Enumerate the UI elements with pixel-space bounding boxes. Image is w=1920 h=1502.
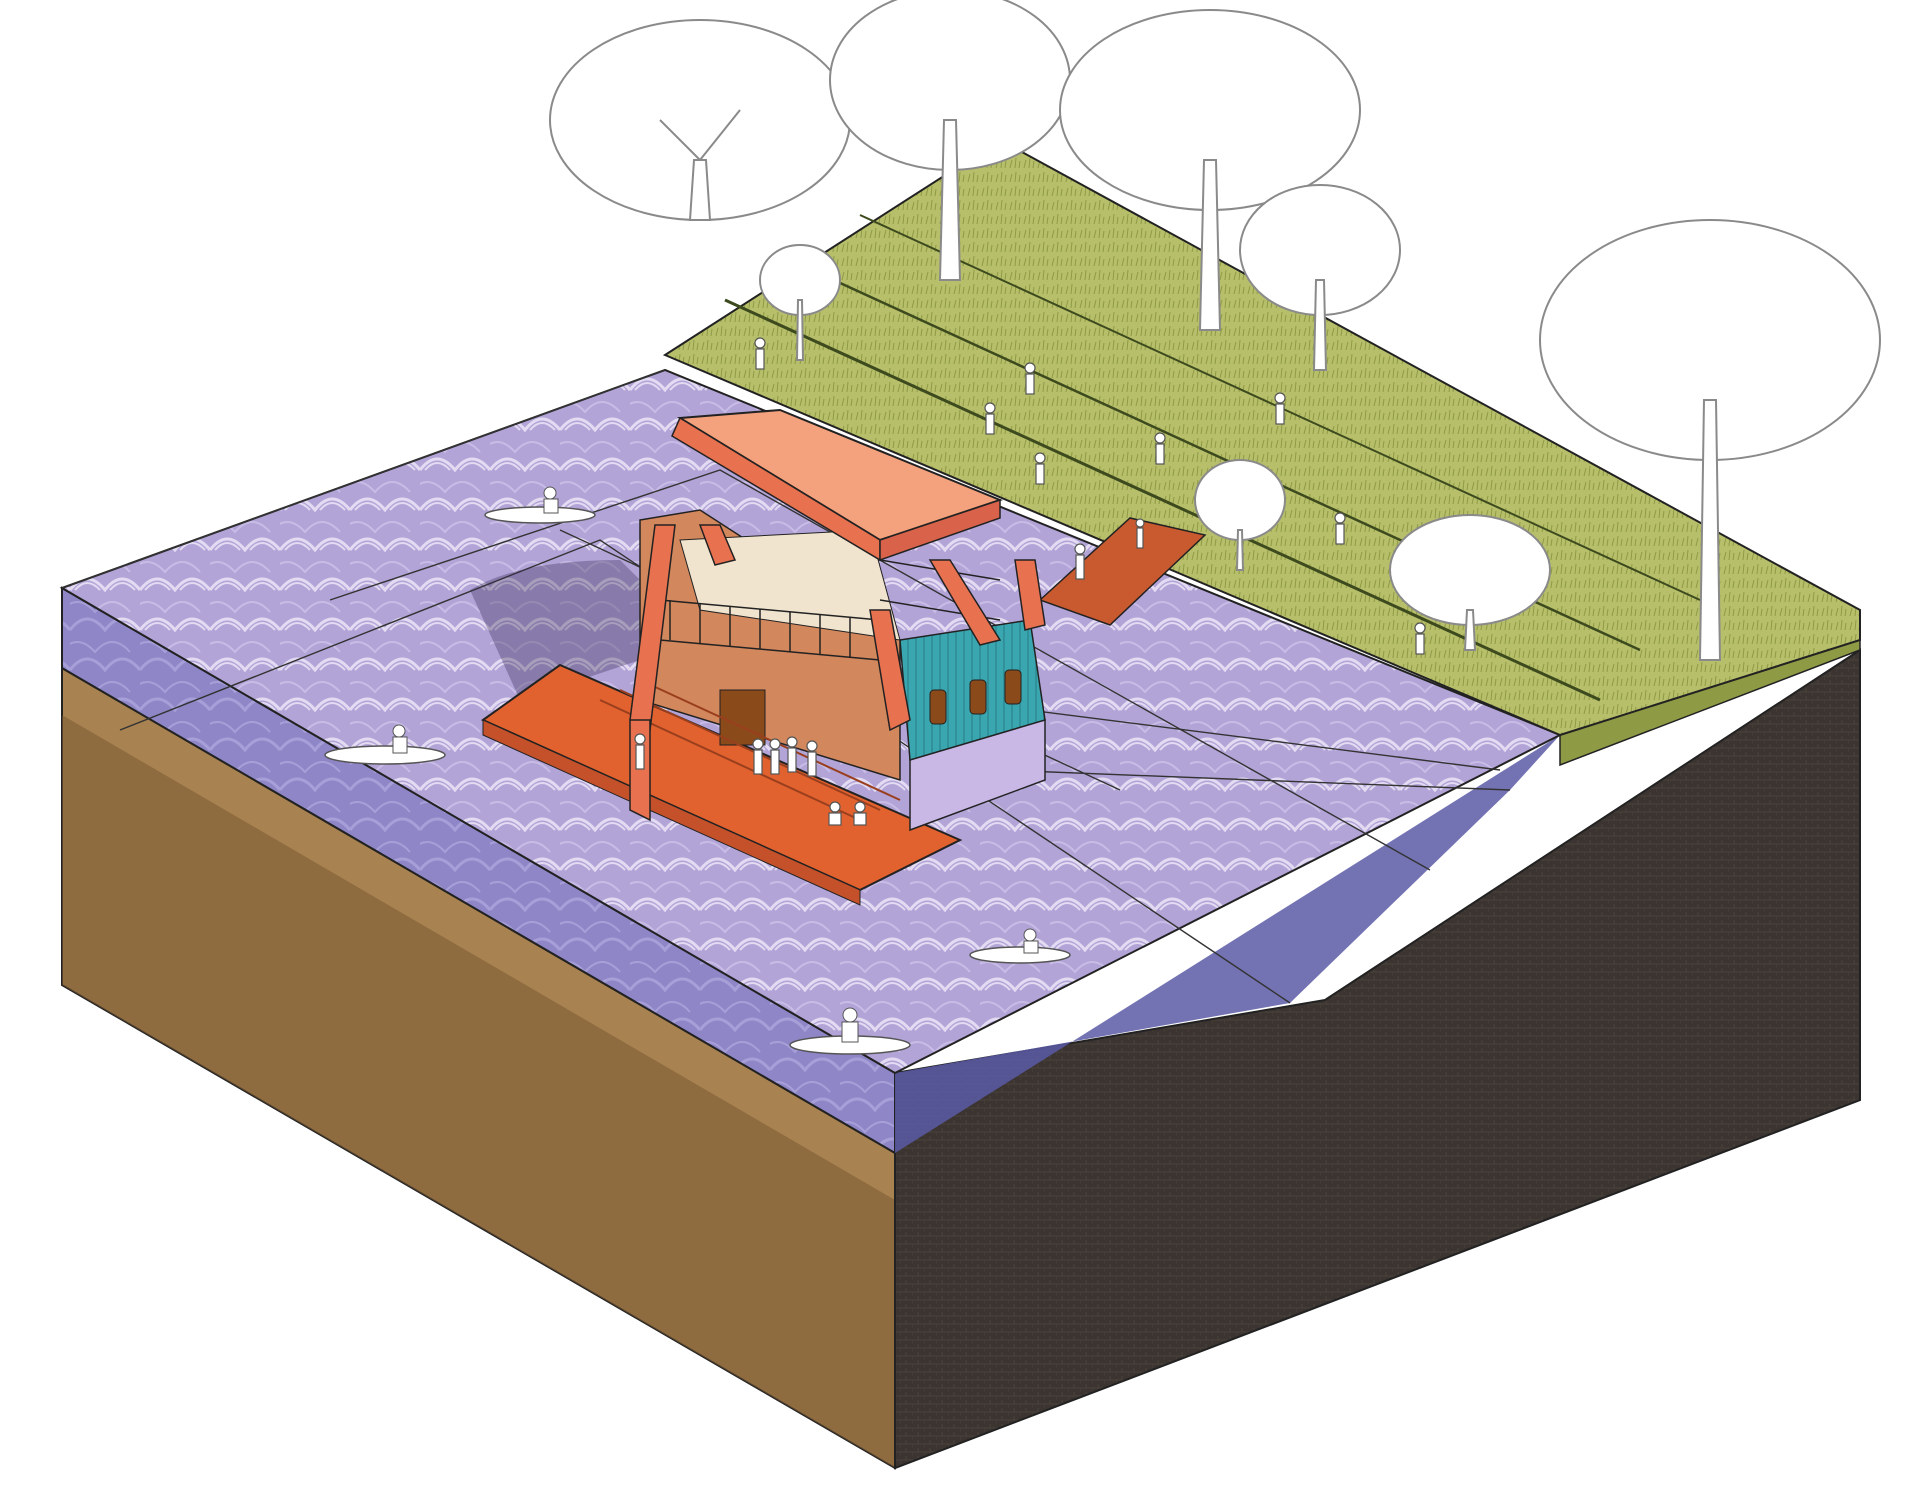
tree-icon <box>1239 184 1401 371</box>
deck-edge <box>482 719 861 906</box>
tree-icon <box>759 244 841 361</box>
person-icon <box>752 738 764 775</box>
tree-icon <box>1059 9 1361 331</box>
terrace-step-1 <box>724 298 1601 702</box>
person-icon <box>1024 362 1036 395</box>
boardwalk <box>1038 517 1207 626</box>
kayak-icon <box>969 928 1071 964</box>
person-icon <box>754 337 766 370</box>
kayak-icon <box>324 724 446 765</box>
boathouse <box>470 408 1145 906</box>
tree-icon <box>1539 219 1881 661</box>
tree-icon <box>1194 459 1286 571</box>
person-icon <box>828 801 842 826</box>
water-side-face <box>895 735 1560 1153</box>
roof-side <box>879 498 1001 562</box>
windows <box>929 669 1022 725</box>
person-icon <box>853 801 867 826</box>
ground-block <box>61 586 1861 1470</box>
kayaks <box>324 486 1071 1055</box>
person-icon <box>1135 518 1145 549</box>
person-icon <box>806 740 818 777</box>
tree-icon <box>549 19 851 221</box>
earth-right-face <box>894 648 1861 1470</box>
person-icon <box>1154 432 1166 465</box>
window <box>929 689 947 725</box>
kayak-icon <box>789 1007 911 1055</box>
door <box>719 689 766 746</box>
person-icon <box>1334 512 1346 545</box>
deck-people <box>634 518 1145 826</box>
person-icon <box>1274 392 1286 425</box>
soil-lower-layer <box>62 715 895 1468</box>
grass-people <box>754 337 1426 655</box>
kayak-icon <box>484 486 596 524</box>
a-frame <box>629 524 1046 822</box>
person-icon <box>984 402 996 435</box>
interior-upper <box>679 529 901 641</box>
tree-icon <box>829 0 1071 281</box>
person-icon <box>786 736 798 773</box>
trees <box>549 0 1881 661</box>
person-icon <box>1034 452 1046 485</box>
person-icon <box>1074 543 1086 580</box>
window <box>1004 669 1022 705</box>
person-icon <box>634 733 646 770</box>
tree-icon <box>1389 514 1551 651</box>
person-icon <box>1414 622 1426 655</box>
window <box>969 679 987 715</box>
person-icon <box>769 738 781 775</box>
water-guide-lines <box>61 369 1511 1004</box>
